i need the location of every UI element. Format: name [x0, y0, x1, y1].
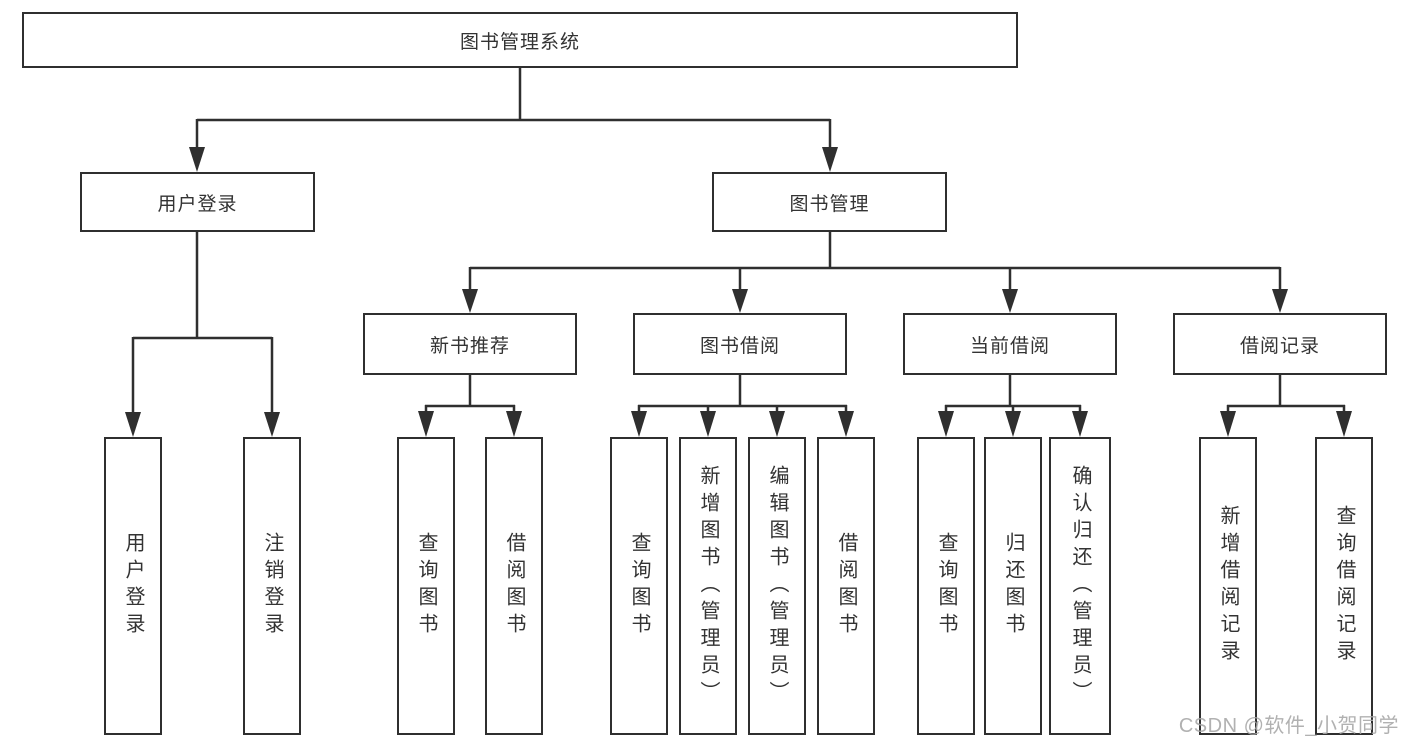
arrow-down-icon: [506, 411, 522, 437]
node-label: 确认归还（管理员）: [1069, 464, 1091, 708]
arrow-down-icon: [1072, 411, 1088, 437]
leaf-query-books: 查询图书: [917, 437, 975, 735]
arrow-down-icon: [1220, 411, 1236, 437]
node-borrowing-records: 借阅记录: [1173, 313, 1387, 375]
leaf-edit-book-admin: 编辑图书（管理员）: [748, 437, 806, 735]
arrow-down-icon: [1336, 411, 1352, 437]
node-label: 借阅图书: [503, 532, 525, 640]
node-label: 查询借阅记录: [1333, 505, 1355, 667]
arrow-down-icon: [1272, 289, 1288, 313]
arrow-down-icon: [631, 411, 647, 437]
node-label: 归还图书: [1002, 532, 1024, 640]
leaf-confirm-return-admin: 确认归还（管理员）: [1049, 437, 1111, 735]
leaf-query-borrow-record: 查询借阅记录: [1315, 437, 1373, 735]
node-label: 图书借阅: [699, 335, 780, 357]
leaf-return-book: 归还图书: [984, 437, 1042, 735]
node-label: 图书管理系统: [459, 31, 580, 53]
leaf-add-borrow-record: 新增借阅记录: [1199, 437, 1257, 735]
node-label: 注销登录: [261, 532, 283, 640]
leaf-query-books: 查询图书: [397, 437, 455, 735]
leaf-user-login: 用户登录: [104, 437, 162, 735]
node-label: 新增图书（管理员）: [697, 464, 719, 708]
node-user-login: 用户登录: [80, 172, 315, 232]
node-label: 当前借阅: [969, 335, 1050, 357]
arrow-down-icon: [189, 147, 205, 172]
arrow-down-icon: [1002, 289, 1018, 313]
leaf-query-books: 查询图书: [610, 437, 668, 735]
leaf-borrow-books: 借阅图书: [817, 437, 875, 735]
arrow-down-icon: [125, 412, 141, 437]
arrow-down-icon: [418, 411, 434, 437]
node-label: 查询图书: [935, 532, 957, 640]
arrow-down-icon: [264, 412, 280, 437]
node-label: 借阅记录: [1239, 335, 1320, 357]
arrow-down-icon: [462, 289, 478, 313]
node-book-borrowing: 图书借阅: [633, 313, 847, 375]
leaf-add-book-admin: 新增图书（管理员）: [679, 437, 737, 735]
node-current-borrowing: 当前借阅: [903, 313, 1117, 375]
node-label: 查询图书: [628, 532, 650, 640]
node-label: 新书推荐: [429, 335, 510, 357]
node-label: 图书管理: [789, 193, 870, 215]
arrow-down-icon: [1005, 411, 1021, 437]
node-book-management: 图书管理: [712, 172, 947, 232]
leaf-logout: 注销登录: [243, 437, 301, 735]
arrow-down-icon: [822, 147, 838, 172]
csdn-watermark: CSDN @软件_小贺同学: [1178, 715, 1399, 737]
arrow-down-icon: [838, 411, 854, 437]
node-label: 编辑图书（管理员）: [766, 464, 788, 708]
node-label: 借阅图书: [835, 532, 857, 640]
node-label: 查询图书: [415, 532, 437, 640]
node-label: 新增借阅记录: [1217, 505, 1239, 667]
arrow-down-icon: [769, 411, 785, 437]
arrow-down-icon: [700, 411, 716, 437]
leaf-borrow-books: 借阅图书: [485, 437, 543, 735]
node-label: 用户登录: [157, 193, 238, 215]
node-new-book-recommend: 新书推荐: [363, 313, 577, 375]
arrow-down-icon: [732, 289, 748, 313]
node-label: 用户登录: [122, 532, 144, 640]
node-library-system: 图书管理系统: [22, 12, 1018, 68]
arrow-down-icon: [938, 411, 954, 437]
